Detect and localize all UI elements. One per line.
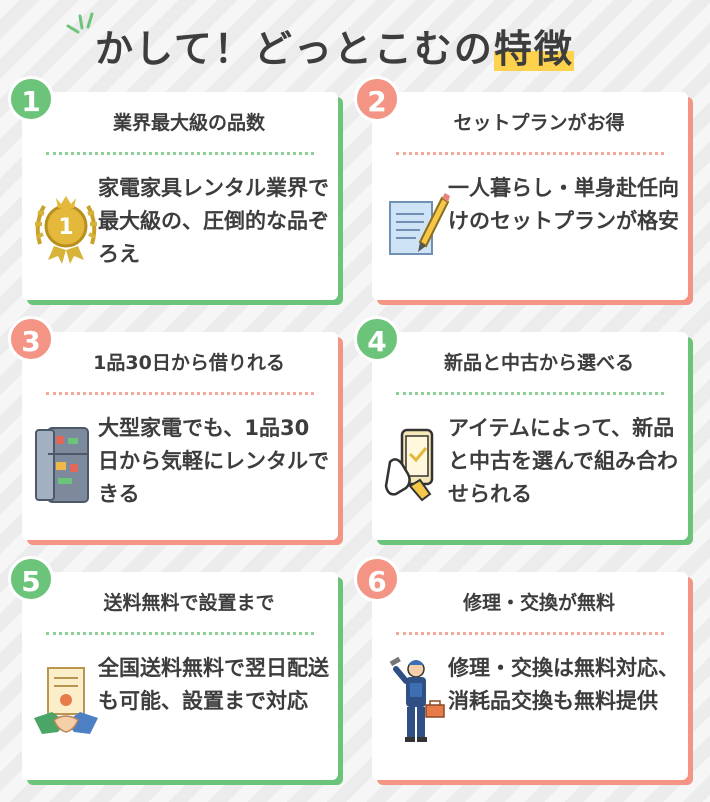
- gold-medal-icon: 1: [35, 196, 97, 264]
- page-title: かして！どっとこむの特徴: [95, 18, 574, 73]
- title-main: かして！どっとこむの: [95, 27, 494, 71]
- svg-text:1: 1: [58, 215, 73, 240]
- page-header: かして！どっとこむの特徴: [0, 10, 710, 80]
- feature-card-4: 新品と中古から選べる アイテムによって、新品と中古を選んで組み合わせられる: [372, 332, 688, 540]
- feature-title: 業界最大級の品数: [112, 112, 265, 134]
- feature-description: 修理・交換は無料対応、消耗品交換も無料提供: [448, 656, 679, 713]
- feature-title: 修理・交換が無料: [462, 592, 615, 614]
- document-pencil-icon: [389, 193, 450, 255]
- feature-number-badge: 1: [8, 76, 54, 122]
- feature-number-badge: 6: [354, 556, 400, 602]
- feature-card-6: 修理・交換が無料 修理・交換は無料対応、消耗品交換も無料提供: [372, 572, 688, 780]
- repair-worker-icon: [389, 656, 445, 742]
- title-highlight: 特徴: [493, 27, 574, 71]
- refrigerator-icon: [35, 427, 89, 503]
- dotted-divider: [396, 632, 664, 635]
- dotted-divider: [46, 392, 314, 395]
- feature-title: 新品と中古から選べる: [443, 352, 634, 374]
- feature-number-badge: 2: [354, 76, 400, 122]
- dotted-divider: [46, 152, 314, 155]
- feature-title: 1品30日から借りれる: [93, 352, 285, 374]
- feature-number-badge: 5: [8, 556, 54, 602]
- feature-description: 家電家具レンタル業界で最大級の、圧倒的な品ぞろえ: [98, 176, 329, 266]
- feature-description: 全国送料無料で翌日配送も可能、設置まで対応: [98, 656, 329, 713]
- feature-card-2: セットプランがお得 一人暮らし・単身赴任向けのセットプランが格安: [372, 92, 688, 300]
- feature-title: 送料無料で設置まで: [103, 592, 275, 614]
- feature-description: 一人暮らし・単身赴任向けのセットプランが格安: [448, 176, 679, 233]
- feature-number-badge: 4: [354, 316, 400, 362]
- dotted-divider: [396, 392, 664, 395]
- dotted-divider: [396, 152, 664, 155]
- handshake-contract-icon: [34, 667, 98, 734]
- smartphone-hand-icon: [384, 428, 434, 502]
- feature-description: アイテムによって、新品と中古を選んで組み合わせられる: [448, 416, 678, 506]
- feature-card-5: 送料無料で設置まで 全国送料無料で翌日配送も可能、設置まで対応: [22, 572, 338, 780]
- feature-card-3: 1品30日から借りれる 大型家電でも、1品30日から気軽にレンタルできる: [22, 332, 338, 540]
- feature-description: 大型家電でも、1品30日から気軽にレンタルできる: [98, 416, 329, 506]
- sparkle-icon: [66, 12, 94, 34]
- feature-number-badge: 3: [8, 316, 54, 362]
- dotted-divider: [46, 632, 314, 635]
- feature-card-1: 業界最大級の品数 1 家電家具レンタル業界で最大級の、圧倒的な品ぞろえ: [22, 92, 338, 300]
- feature-title: セットプランがお得: [453, 112, 625, 134]
